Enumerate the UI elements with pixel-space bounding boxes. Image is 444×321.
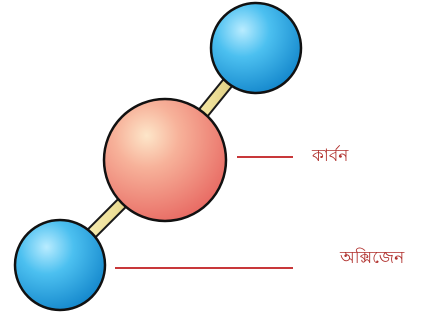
oxygen-atom-bottom [13,218,107,312]
oxygen-label: অক্সিজেন [340,248,405,268]
carbon-label: কার্বন [312,146,349,166]
carbon-atom [102,97,228,223]
oxygen-atom-top [209,1,303,95]
